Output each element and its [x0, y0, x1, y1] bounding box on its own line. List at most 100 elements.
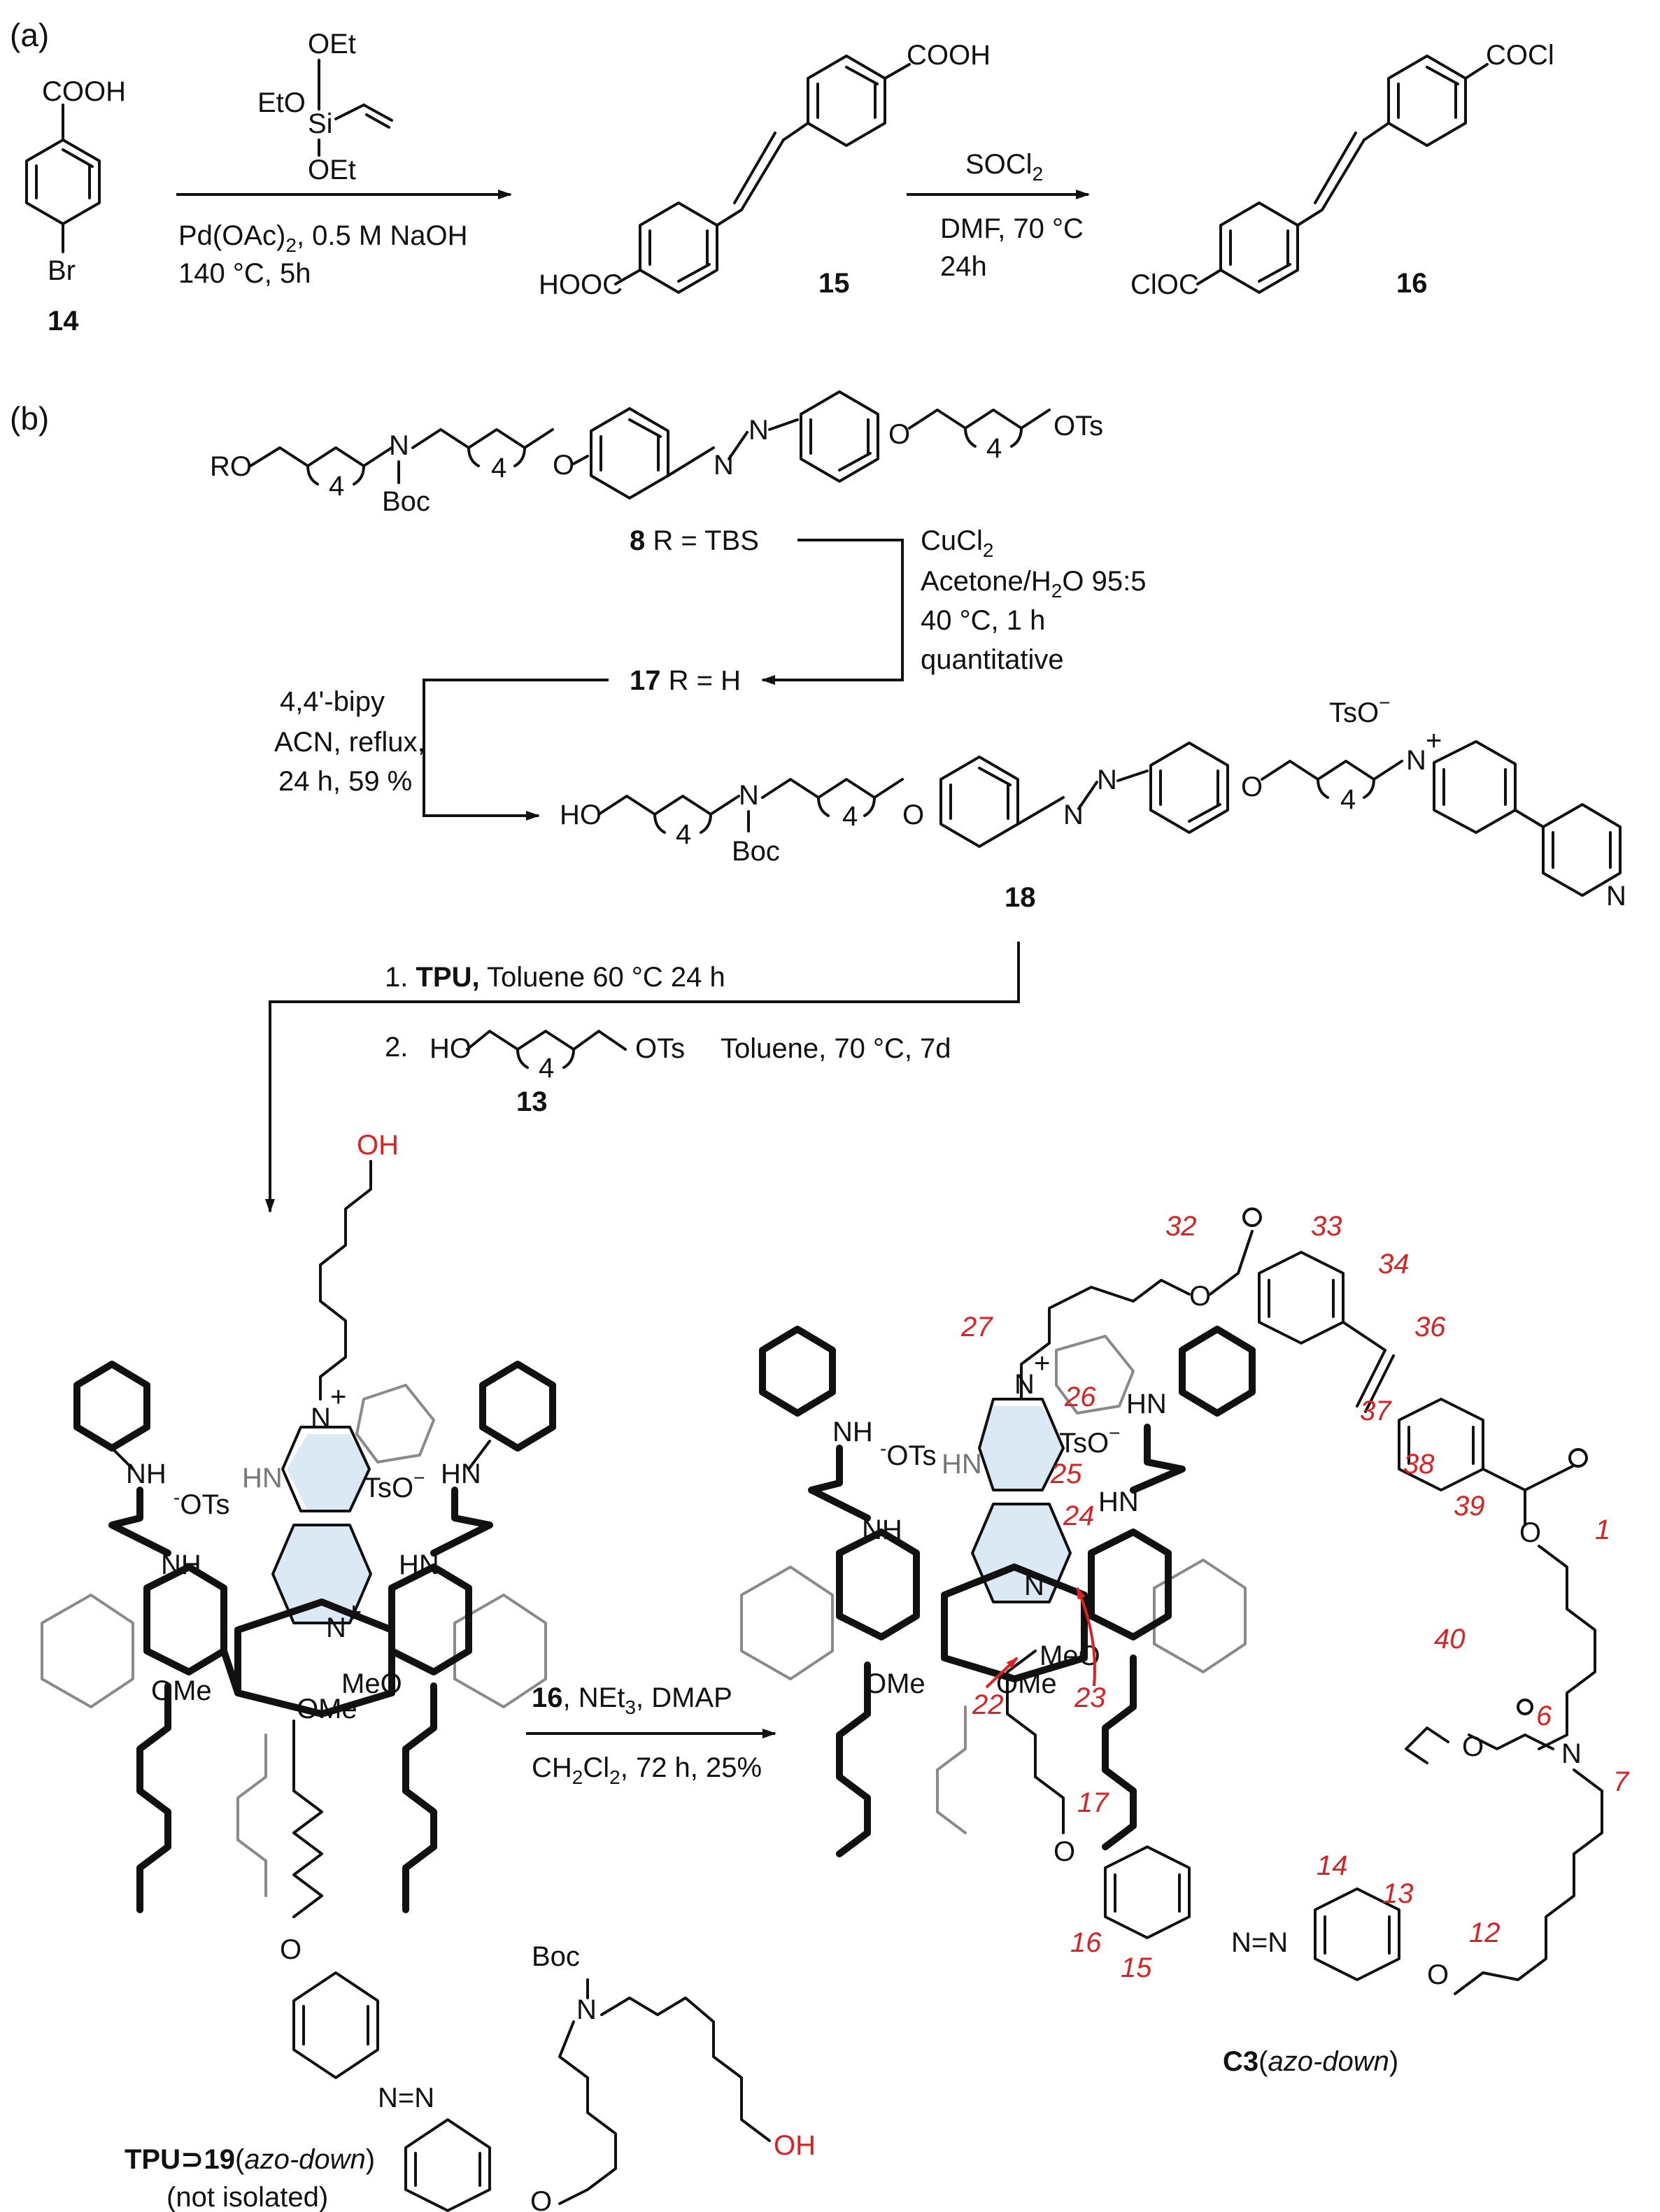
- compound-14: COOH Br 14: [25, 76, 126, 336]
- c3-label: C3(azo-down): [1223, 2046, 1398, 2077]
- num-25: 25: [1050, 1459, 1082, 1489]
- compound-id-13: 13: [516, 1086, 548, 1117]
- oh-top-label: OH: [357, 1130, 399, 1161]
- plus-label: +: [1426, 725, 1442, 756]
- vinyl-triethoxysilane: OEt EtO Si OEt: [257, 29, 393, 185]
- compound-id-18: 18: [1005, 882, 1036, 913]
- boc-o-label: O: [1462, 1731, 1484, 1762]
- panel-a-label: (a): [10, 17, 49, 53]
- cond6-line1: 16, NEt3, DMAP: [532, 1682, 732, 1718]
- num-27: 27: [960, 1312, 993, 1342]
- hn-label: HN: [1126, 1389, 1167, 1419]
- ro-label: RO: [210, 451, 252, 482]
- num-38: 38: [1403, 1449, 1435, 1480]
- ome-label: OMe: [865, 1668, 925, 1699]
- four-label: 4: [676, 819, 691, 850]
- ots-13-label: OTs: [635, 1033, 685, 1064]
- num-33: 33: [1311, 1211, 1342, 1242]
- cond3-line1: CuCl2: [921, 525, 993, 561]
- boc-label: Boc: [732, 836, 780, 867]
- ome-label-1: OMe: [151, 1675, 212, 1706]
- plus-label: +: [1034, 1348, 1050, 1379]
- o-label-1: O: [280, 1934, 302, 1965]
- pyridinium-n-label: N: [311, 1403, 331, 1433]
- compound-15: COOH HOOC 15: [539, 40, 991, 300]
- plus-label: +: [330, 1382, 346, 1412]
- ots-label: OTs: [1054, 411, 1103, 441]
- cloc-label: ClOC: [1130, 269, 1199, 300]
- o-label-1: O: [553, 450, 574, 481]
- num-17: 17: [1077, 1787, 1109, 1818]
- num-15: 15: [1121, 1952, 1152, 1983]
- ho-13-label: HO: [430, 1033, 471, 1064]
- arrow-8-to-17: [761, 539, 904, 685]
- cocl-top-label: COCl: [1486, 40, 1554, 71]
- oet-bottom-label: OEt: [308, 155, 356, 185]
- azo-label: N=N: [378, 2083, 434, 2113]
- ho-label: HO: [560, 800, 602, 830]
- cond3-line3: 40 °C, 1 h: [921, 605, 1045, 636]
- compound-17-label: 17 R = H: [630, 665, 741, 696]
- compound-id-14: 14: [48, 306, 79, 336]
- nh-label: NH: [832, 1417, 873, 1447]
- nplus-label: N: [1406, 745, 1426, 776]
- o-label: O: [902, 800, 924, 830]
- four-label-3: 4: [1340, 784, 1356, 815]
- n-boc-label: N: [1561, 1738, 1582, 1769]
- ome-label-2: OMe: [297, 1694, 357, 1724]
- num-6: 6: [1536, 1701, 1552, 1731]
- oet-top-label: OEt: [308, 29, 356, 59]
- num-34: 34: [1378, 1249, 1410, 1279]
- pyridine-n-label: N: [1606, 881, 1626, 912]
- hooc-label: HOOC: [539, 269, 623, 300]
- o-label-2: O: [1241, 772, 1263, 802]
- compound-18-structure: HO 4 N Boc 4 O N N O 4 N +: [560, 692, 1626, 913]
- c3-structure: O O N O O N=N O N +: [740, 1207, 1630, 2077]
- o-left-label: O: [1054, 1836, 1075, 1867]
- br-label: Br: [48, 255, 76, 286]
- cond2-reagent: SOCl2: [965, 149, 1043, 185]
- boc-label: Boc: [532, 1941, 580, 1972]
- num-12: 12: [1469, 1917, 1501, 1948]
- num-40: 40: [1434, 1624, 1466, 1654]
- meo-label: MeO: [341, 1668, 402, 1699]
- ome2-label: OMe: [996, 1668, 1057, 1699]
- num-39: 39: [1454, 1491, 1485, 1522]
- compound-16: COCl ClOC 16: [1130, 40, 1554, 300]
- four-13-label: 4: [539, 1053, 554, 1084]
- cooh-label: COOH: [42, 76, 126, 107]
- cond5-step2-num: 2.: [385, 1032, 408, 1063]
- cond1-line1: Pd(OAc)2, 0.5 M NaOH: [178, 220, 467, 256]
- azo-n2: N: [1097, 765, 1117, 795]
- cond3-line4: quantitative: [921, 644, 1064, 675]
- cond1-line2: 140 °C, 5h: [178, 258, 311, 289]
- num-14: 14: [1317, 1850, 1348, 1881]
- four-label-1: 4: [329, 471, 344, 502]
- cond2-line2: DMF, 70 °C: [940, 213, 1084, 244]
- four-label-2: 4: [491, 453, 506, 483]
- meo-label: MeO: [1040, 1640, 1100, 1671]
- hn3-label: HN: [1098, 1487, 1139, 1517]
- o-label-2: O: [530, 2186, 552, 2212]
- num-24: 24: [1063, 1501, 1095, 1531]
- cond6-line2: CH2Cl2, 72 h, 25%: [532, 1752, 762, 1788]
- plus-center-label: +: [346, 1597, 362, 1628]
- panel-b-label: (b): [10, 400, 49, 437]
- compound-8-label: 8 R = TBS: [630, 525, 759, 556]
- num-1: 1: [1595, 1515, 1610, 1545]
- arrow-17-to-18: [423, 679, 609, 821]
- num-13: 13: [1382, 1878, 1414, 1909]
- num-16: 16: [1070, 1927, 1102, 1958]
- cond3-line2: Acetone/H2O 95:5: [921, 566, 1146, 602]
- hn-gray-label: HN: [242, 1463, 283, 1494]
- cooh-top-label: COOH: [907, 40, 991, 71]
- eto-label: EtO: [257, 87, 306, 118]
- tpu19-label: TPU⊃19(azo-down): [125, 2144, 375, 2175]
- nh-urea-label: NH: [126, 1459, 166, 1489]
- n-boc-label: N: [576, 1994, 597, 2025]
- four-label-3: 4: [986, 433, 1002, 464]
- ots-label: -OTs: [880, 1438, 936, 1471]
- num-22: 22: [972, 1689, 1004, 1720]
- o-bottom-label: O: [1427, 1959, 1449, 1990]
